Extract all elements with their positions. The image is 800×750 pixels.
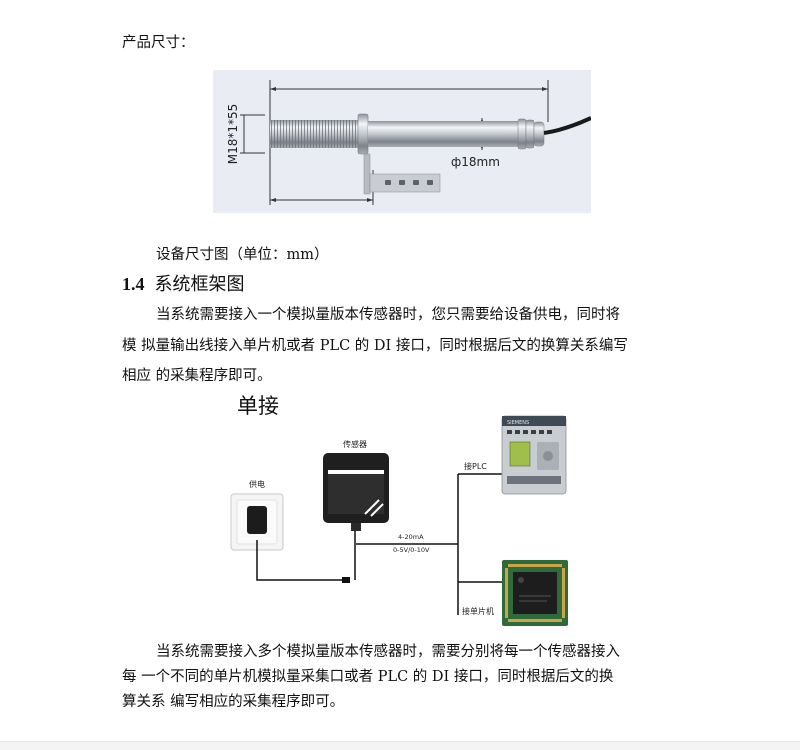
paragraph1-line3: 相应 的采集程序即可。 <box>122 368 272 384</box>
plc-lcd <box>509 441 531 467</box>
power-label: 供电 <box>249 479 265 489</box>
mounting-bracket <box>363 153 371 195</box>
paragraph2-line1: 当系统需要接入多个模拟量版本传感器时，需要分别将每一个传感器接入 <box>156 644 620 660</box>
bracket-holes <box>385 180 433 185</box>
diameter-label: ф18mm <box>451 155 500 169</box>
section-number: 1.4 <box>122 274 145 294</box>
signal-label-voltage: 0-5V/0-10V <box>393 546 430 554</box>
page-bottom-edge <box>0 741 800 750</box>
paragraph2-line2: 每 一个不同的单片机模拟量采集口或者 PLC 的 DI 接口，同时根据后文的换 <box>122 669 614 685</box>
section-title: 系统框架图 <box>154 274 245 295</box>
paragraph1-line1: 当系统需要接入一个模拟量版本传感器时，您只需要给设备供电，同时将 <box>156 307 620 323</box>
sensor-body <box>368 121 518 147</box>
diagram-title: 单接 <box>237 394 279 418</box>
plc-label: 接PLC <box>464 461 487 471</box>
figure-caption: 设备尺寸图（单位：mm） <box>156 247 329 263</box>
product-size-label: 产品尺寸： <box>122 35 195 51</box>
sensor-box <box>323 453 389 531</box>
dimension-figure: M18*1*55 ф18mm <box>213 70 591 213</box>
paragraph2-line3: 算关系 编写相应的采集程序即可。 <box>122 694 345 710</box>
section-heading: 1.4 系统框架图 <box>122 273 245 296</box>
mcu-label: 接单片机 <box>462 606 494 616</box>
sensor-cable <box>543 116 591 135</box>
thread-label: M18*1*55 <box>226 104 240 165</box>
paragraph1-line2: 模 拟量输出线接入单片机或者 PLC 的 DI 接口，同时根据后文的换算关系编写 <box>122 338 628 354</box>
system-diagram: 单接 供电 传感器 4-20mA 0-5V/0-1 <box>230 394 568 626</box>
mcu-board <box>502 560 568 626</box>
wiring <box>256 473 505 615</box>
signal-label-current: 4-20mA <box>398 533 424 541</box>
flange <box>357 113 369 155</box>
plc-brand-label: SIEMENS <box>507 420 529 426</box>
sensor-label: 传感器 <box>343 439 367 449</box>
power-adapter-plug <box>247 506 267 534</box>
plc-device: SIEMENS <box>501 415 567 495</box>
power-outlet <box>230 493 284 551</box>
